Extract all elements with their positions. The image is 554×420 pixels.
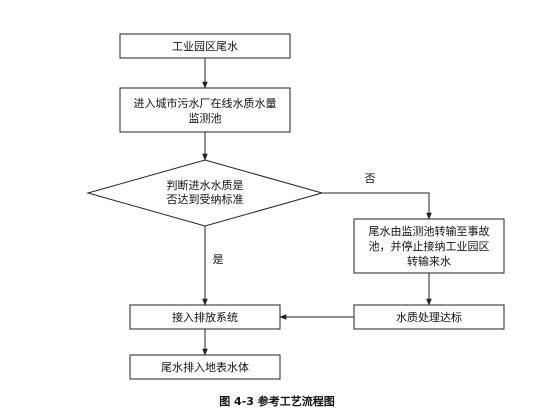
- node-transfer-to-accident-pool-label-line-1: 尾水由监测池转输至事故: [369, 224, 490, 238]
- node-surface-water: 尾水排入地表水体: [129, 354, 281, 380]
- node-treatment-compliant-label: 水质处理达标: [396, 310, 462, 324]
- node-surface-water-label: 尾水排入地表水体: [161, 360, 249, 374]
- node-discharge-system-label: 接入排放系统: [172, 310, 238, 324]
- decision-quality-check: 判断进水水质是 否达到受纳标准: [86, 159, 324, 227]
- node-monitoring-pool: 进入城市污水厂在线水质水量 监测池: [119, 87, 291, 133]
- figure-caption: 图 4-3 参考工艺流程图: [219, 394, 335, 408]
- edge-label-no: 否: [365, 172, 376, 185]
- node-industrial-park-effluent-label: 工业园区尾水: [172, 40, 238, 53]
- node-transfer-to-accident-pool: 尾水由监测池转输至事故 池，并停止接纳工业园区 转输来水: [353, 218, 505, 274]
- node-monitoring-pool-label-line-1: 进入城市污水厂在线水质水量: [134, 96, 277, 110]
- node-transfer-to-accident-pool-label-line-2: 池，并停止接纳工业园区: [369, 239, 490, 253]
- decision-quality-check-label-line-2: 否达到受纳标准: [167, 192, 244, 206]
- node-industrial-park-effluent: 工业园区尾水: [119, 33, 291, 59]
- node-treatment-compliant: 水质处理达标: [353, 304, 505, 330]
- node-monitoring-pool-label-line-2: 监测池: [189, 112, 222, 125]
- edge-decision-no-to-transfer: [322, 192, 432, 220]
- decision-quality-check-label-line-1: 判断进水水质是: [167, 178, 244, 192]
- node-transfer-to-accident-pool-label-line-3: 转输来水: [407, 254, 451, 268]
- edge-label-yes: 是: [213, 253, 224, 266]
- node-discharge-system: 接入排放系统: [129, 304, 281, 330]
